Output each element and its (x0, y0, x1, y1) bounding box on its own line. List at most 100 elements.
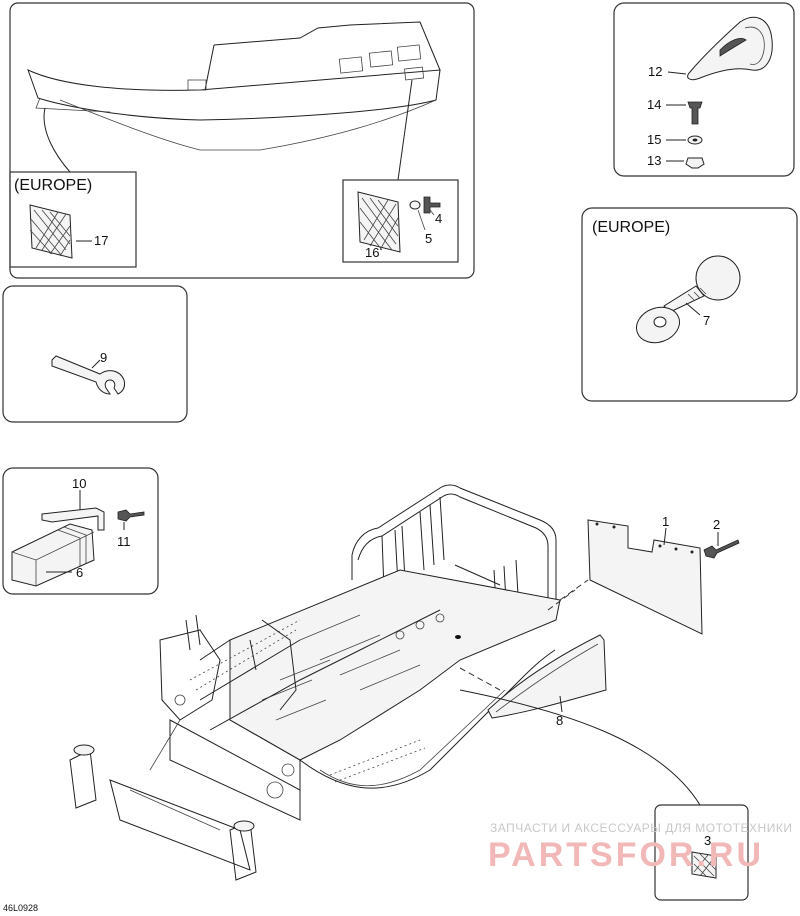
side-panel-8-edge (495, 643, 599, 713)
side-panel-8-shape (487, 634, 607, 719)
hood-outline (27, 69, 441, 121)
chassis (69, 484, 561, 881)
leader-4 (429, 209, 435, 216)
front-frame-edge (229, 719, 301, 800)
deck-marker (455, 635, 461, 639)
mirror-12-shade (719, 38, 747, 57)
callout-3: 3 (704, 833, 711, 848)
rack-inner-rail (357, 493, 549, 561)
callout-13: 13 (647, 153, 661, 168)
tunnel-deck (229, 569, 561, 761)
mudflap-1-shape (587, 519, 703, 635)
deck-hole-3 (435, 613, 445, 623)
frame-hole-1 (266, 781, 284, 799)
spanner-9-shape (51, 355, 125, 395)
mudflap-hole-5 (690, 550, 694, 554)
leader-12 (667, 71, 687, 75)
screw-4-shape (423, 196, 441, 214)
frame-hole-3 (174, 694, 186, 706)
leader-9 (91, 359, 101, 369)
callout-9: 9 (100, 350, 107, 365)
callout-6: 6 (76, 565, 83, 580)
reflector-3-frame (654, 804, 749, 901)
hood-panel: (EUROPE) 17 4 5 16 (9, 2, 475, 279)
frame-hole-2 (281, 763, 295, 777)
bag-6-shape (11, 523, 95, 587)
callout-17: 17 (94, 233, 108, 248)
callout-12: 12 (648, 64, 662, 79)
hood-lip (35, 97, 111, 113)
rail-dots (189, 619, 301, 691)
drawing-code: 46L0928 (3, 903, 38, 913)
hood-edge-left (204, 44, 215, 91)
callout-15: 15 (647, 132, 661, 147)
mirror-panel-frame (613, 2, 795, 177)
side-panel-assembly: 8 (459, 634, 607, 728)
mudflap-hole-3 (658, 544, 662, 548)
horn-tube (663, 285, 705, 313)
callout-16: 16 (365, 245, 379, 260)
tunnel-side-inner (319, 689, 506, 787)
leader-7 (685, 302, 701, 316)
front-lower-frame (169, 719, 301, 821)
horn-panel-frame (581, 207, 798, 402)
deck-slots (261, 614, 421, 721)
deck-hole-1 (395, 630, 405, 640)
mudflap-hole-4 (674, 547, 678, 551)
tool-panel: 9 (2, 285, 188, 423)
front-bulkhead (159, 629, 221, 721)
front-spindle-left (69, 749, 97, 809)
mudflap-mount-dash (559, 579, 589, 601)
reflector-17-grid (29, 209, 71, 257)
front-struts (185, 614, 257, 671)
callout-11: 11 (117, 534, 131, 549)
hood-reflector-spot (404, 66, 425, 81)
bag-panel: 10 6 11 (2, 467, 159, 595)
front-braces (129, 719, 221, 831)
leader-side-reflector (397, 79, 413, 181)
bag-panel-frame (2, 467, 159, 595)
callout-14: 14 (647, 97, 661, 112)
callout-1: 1 (662, 514, 669, 529)
steering-post (261, 619, 297, 711)
rack-top-rail (351, 484, 557, 556)
inset-europe-left (9, 171, 137, 268)
hood-top-edge (213, 21, 441, 71)
tunnel-side-curve (299, 649, 556, 789)
hood-vent-3 (396, 44, 422, 62)
hood-vent-2 (368, 50, 394, 68)
inset-reflector-16 (342, 179, 459, 263)
horn-clamp (687, 287, 707, 301)
washer-15-hole (692, 138, 698, 142)
hood-front-spot (187, 79, 207, 91)
hood-vent-1 (338, 56, 364, 74)
leader-1 (663, 527, 667, 546)
callout-8: 8 (556, 713, 563, 728)
reflector-16-grid (359, 197, 399, 251)
mirror-panel: 12 14 15 13 (613, 2, 795, 177)
europe-label-right: (EUROPE) (592, 219, 670, 236)
spindle-cap-right (233, 820, 255, 832)
callout-4: 4 (435, 211, 442, 226)
front-cross-member (109, 779, 251, 871)
washer-5-shape (409, 200, 421, 210)
callout-2: 2 (713, 517, 720, 532)
deck-hole-2 (415, 620, 425, 630)
callout-10: 10 (72, 476, 86, 491)
horn-panel: (EUROPE) 7 (581, 207, 798, 402)
leader-5 (417, 209, 426, 231)
pin-11-shape (117, 509, 145, 522)
watermark-tagline: ЗАПЧАСТИ И АКСЕССУАРЫ ДЛЯ МОТОТЕХНИКИ (490, 821, 792, 835)
horn-bell-mouth (653, 316, 667, 328)
bracket-10-shape (41, 507, 105, 531)
horn-bulb (695, 255, 741, 301)
callout-7: 7 (703, 313, 710, 328)
mudflap-assembly: 1 2 (547, 514, 740, 635)
tool-panel-frame (2, 285, 188, 423)
hood-lower-contour (59, 99, 437, 151)
europe-label-left: (EUROPE) (14, 177, 92, 194)
bag-6-straps (57, 526, 87, 566)
leader-front-reflector (43, 107, 71, 173)
side-rail-lines (199, 609, 441, 731)
